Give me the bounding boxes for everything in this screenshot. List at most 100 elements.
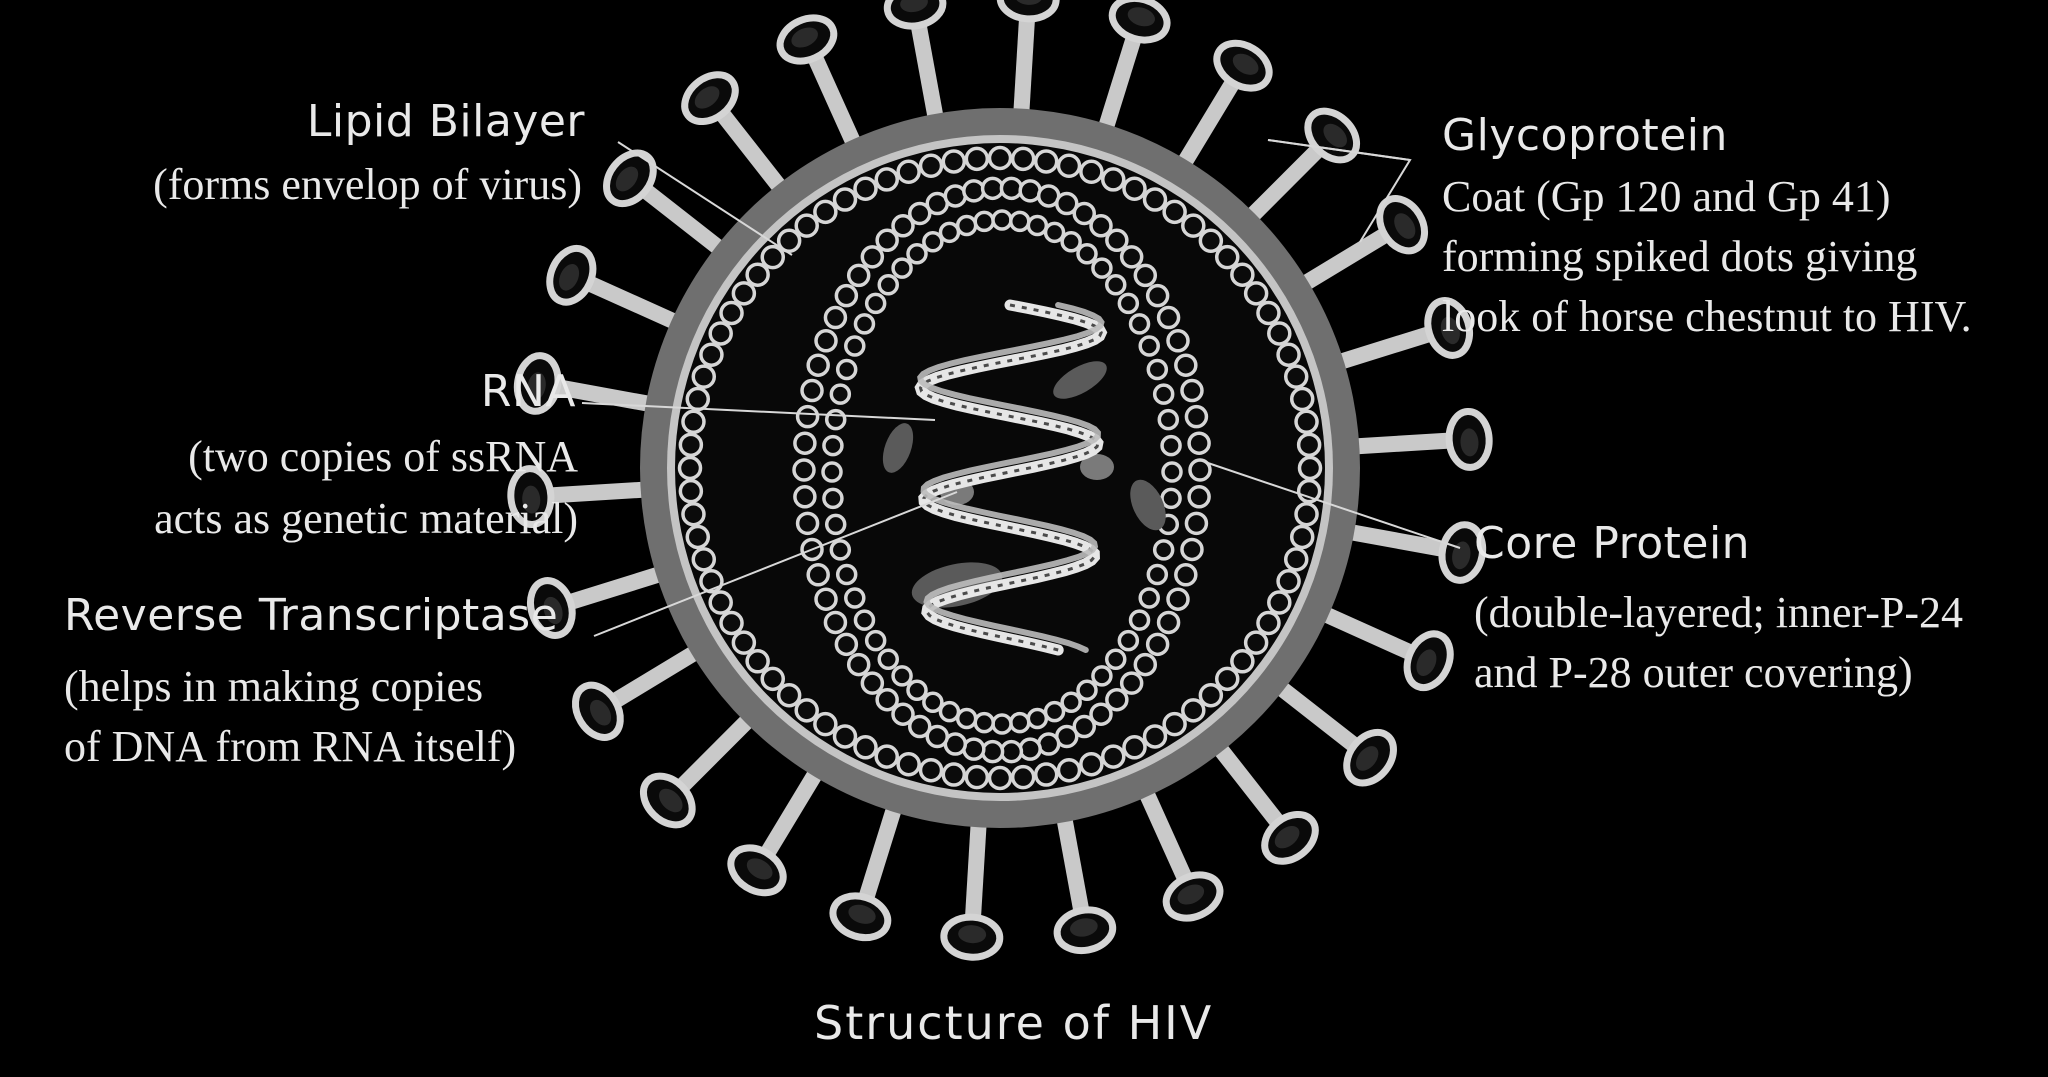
virus-interior	[675, 143, 1325, 793]
protein-bead	[822, 434, 844, 457]
protein-bead	[823, 305, 848, 330]
protein-bead	[776, 228, 802, 254]
protein-bead	[1166, 587, 1190, 611]
reverse-transcriptase-dot	[1080, 454, 1114, 480]
protein-bead	[795, 404, 820, 429]
protein-bead	[1079, 751, 1104, 777]
glycoprotein-spike	[1136, 783, 1224, 922]
protein-bead	[1162, 711, 1187, 737]
glycoprotein-spike	[1241, 107, 1361, 227]
protein-bead	[999, 739, 1024, 764]
leader-lines	[581, 139, 1461, 637]
protein-bead	[1157, 408, 1180, 431]
protein-bead	[874, 167, 899, 192]
protein-bead	[1145, 632, 1170, 657]
protein-bead	[922, 231, 944, 253]
protein-bead	[853, 735, 878, 760]
glycoprotein-spike	[513, 352, 658, 415]
core-leader-line	[1204, 461, 1461, 549]
protein-bead	[1152, 539, 1175, 561]
protein-bead	[853, 176, 878, 201]
glycoprotein-spike	[1315, 604, 1454, 692]
glycoprotein-spike	[1209, 738, 1319, 865]
protein-bead	[1026, 214, 1049, 237]
protein-bead	[760, 666, 786, 692]
core-protein-desc-line-1: (double-layered; inner-P-24	[1474, 588, 1964, 637]
protein-bead	[1180, 378, 1204, 403]
protein-bead	[1289, 386, 1315, 412]
protein-bead	[685, 524, 711, 550]
protein-bead	[1119, 671, 1144, 695]
glycoprotein-spike	[1331, 297, 1473, 372]
glycoprotein-spike	[603, 149, 730, 259]
glycoprotein-spike	[507, 465, 652, 529]
rna-title: RNA	[480, 366, 576, 417]
glycoprotein-title: Glycoprotein	[1442, 110, 1728, 161]
protein-bead	[991, 209, 1013, 231]
protein-bead	[1243, 630, 1269, 655]
glyco-leader-line-2	[1267, 139, 1411, 161]
protein-bead	[846, 652, 871, 677]
protein-bead	[1166, 329, 1190, 353]
protein-bead	[834, 632, 859, 657]
protein-bead	[864, 292, 887, 315]
protein-bead	[1160, 487, 1182, 510]
glycoprotein-spike	[883, 0, 947, 126]
protein-bead	[1122, 176, 1147, 201]
protein-bead	[874, 744, 899, 769]
protein-bead	[907, 201, 932, 226]
protein-bead	[1138, 587, 1160, 609]
protein-bead	[793, 431, 817, 455]
protein-bead	[1055, 191, 1079, 216]
protein-bead	[1010, 146, 1036, 172]
enzyme-ellipse	[882, 423, 914, 473]
protein-bead	[1174, 353, 1198, 377]
rna-strands	[914, 299, 1108, 656]
protein-bead	[813, 711, 838, 737]
protein-bead	[973, 711, 995, 734]
protein-bead	[1296, 432, 1322, 458]
protein-bead	[824, 408, 847, 431]
protein-bead	[941, 762, 967, 787]
protein-bead	[1184, 404, 1209, 429]
protein-bead	[1180, 537, 1204, 562]
rna-strand	[917, 302, 1105, 653]
protein-bead	[691, 364, 717, 389]
glycoprotein-spike	[571, 642, 705, 741]
protein-bead	[938, 700, 961, 723]
protein-bead	[853, 313, 876, 335]
protein-bead	[891, 257, 913, 279]
protein-bead	[824, 513, 847, 536]
protein-bead	[1105, 687, 1129, 712]
lipid-leader-line	[617, 141, 793, 256]
protein-bead	[678, 478, 704, 504]
glycoprotein-desc-line-2: forming spiked dots giving	[1442, 232, 1918, 281]
protein-bead	[1010, 764, 1036, 790]
glycoprotein-spikes	[507, 0, 1493, 961]
protein-bead	[964, 764, 990, 790]
diagram-caption: Structure of HIV	[814, 996, 1214, 1050]
protein-bead	[699, 342, 724, 367]
protein-bead	[1146, 358, 1169, 381]
lipid-bilayer-desc: (forms envelop of virus)	[153, 160, 582, 209]
protein-bead	[1133, 263, 1158, 288]
protein-bead	[1076, 679, 1098, 701]
protein-bead	[822, 487, 844, 510]
protein-bead	[814, 329, 838, 353]
glycoprotein-spike	[940, 816, 1004, 961]
protein-bead	[1181, 213, 1206, 238]
enzyme-ellipse	[1053, 361, 1107, 399]
rna-leader-line	[581, 402, 936, 421]
protein-bead	[1105, 648, 1127, 671]
protein-bead	[987, 145, 1013, 171]
core-protein-outer-layer	[792, 176, 1212, 764]
protein-bead	[708, 590, 733, 615]
rna-desc-line-1: (two copies of ssRNA	[188, 432, 578, 481]
protein-bead	[980, 176, 1005, 201]
protein-bead	[1089, 702, 1113, 726]
protein-bead	[1276, 342, 1301, 367]
glycoprotein-spike	[1174, 39, 1273, 173]
glycoprotein-spike	[727, 763, 826, 897]
reverse-transcriptase-title: Reverse Transcriptase	[64, 590, 559, 641]
